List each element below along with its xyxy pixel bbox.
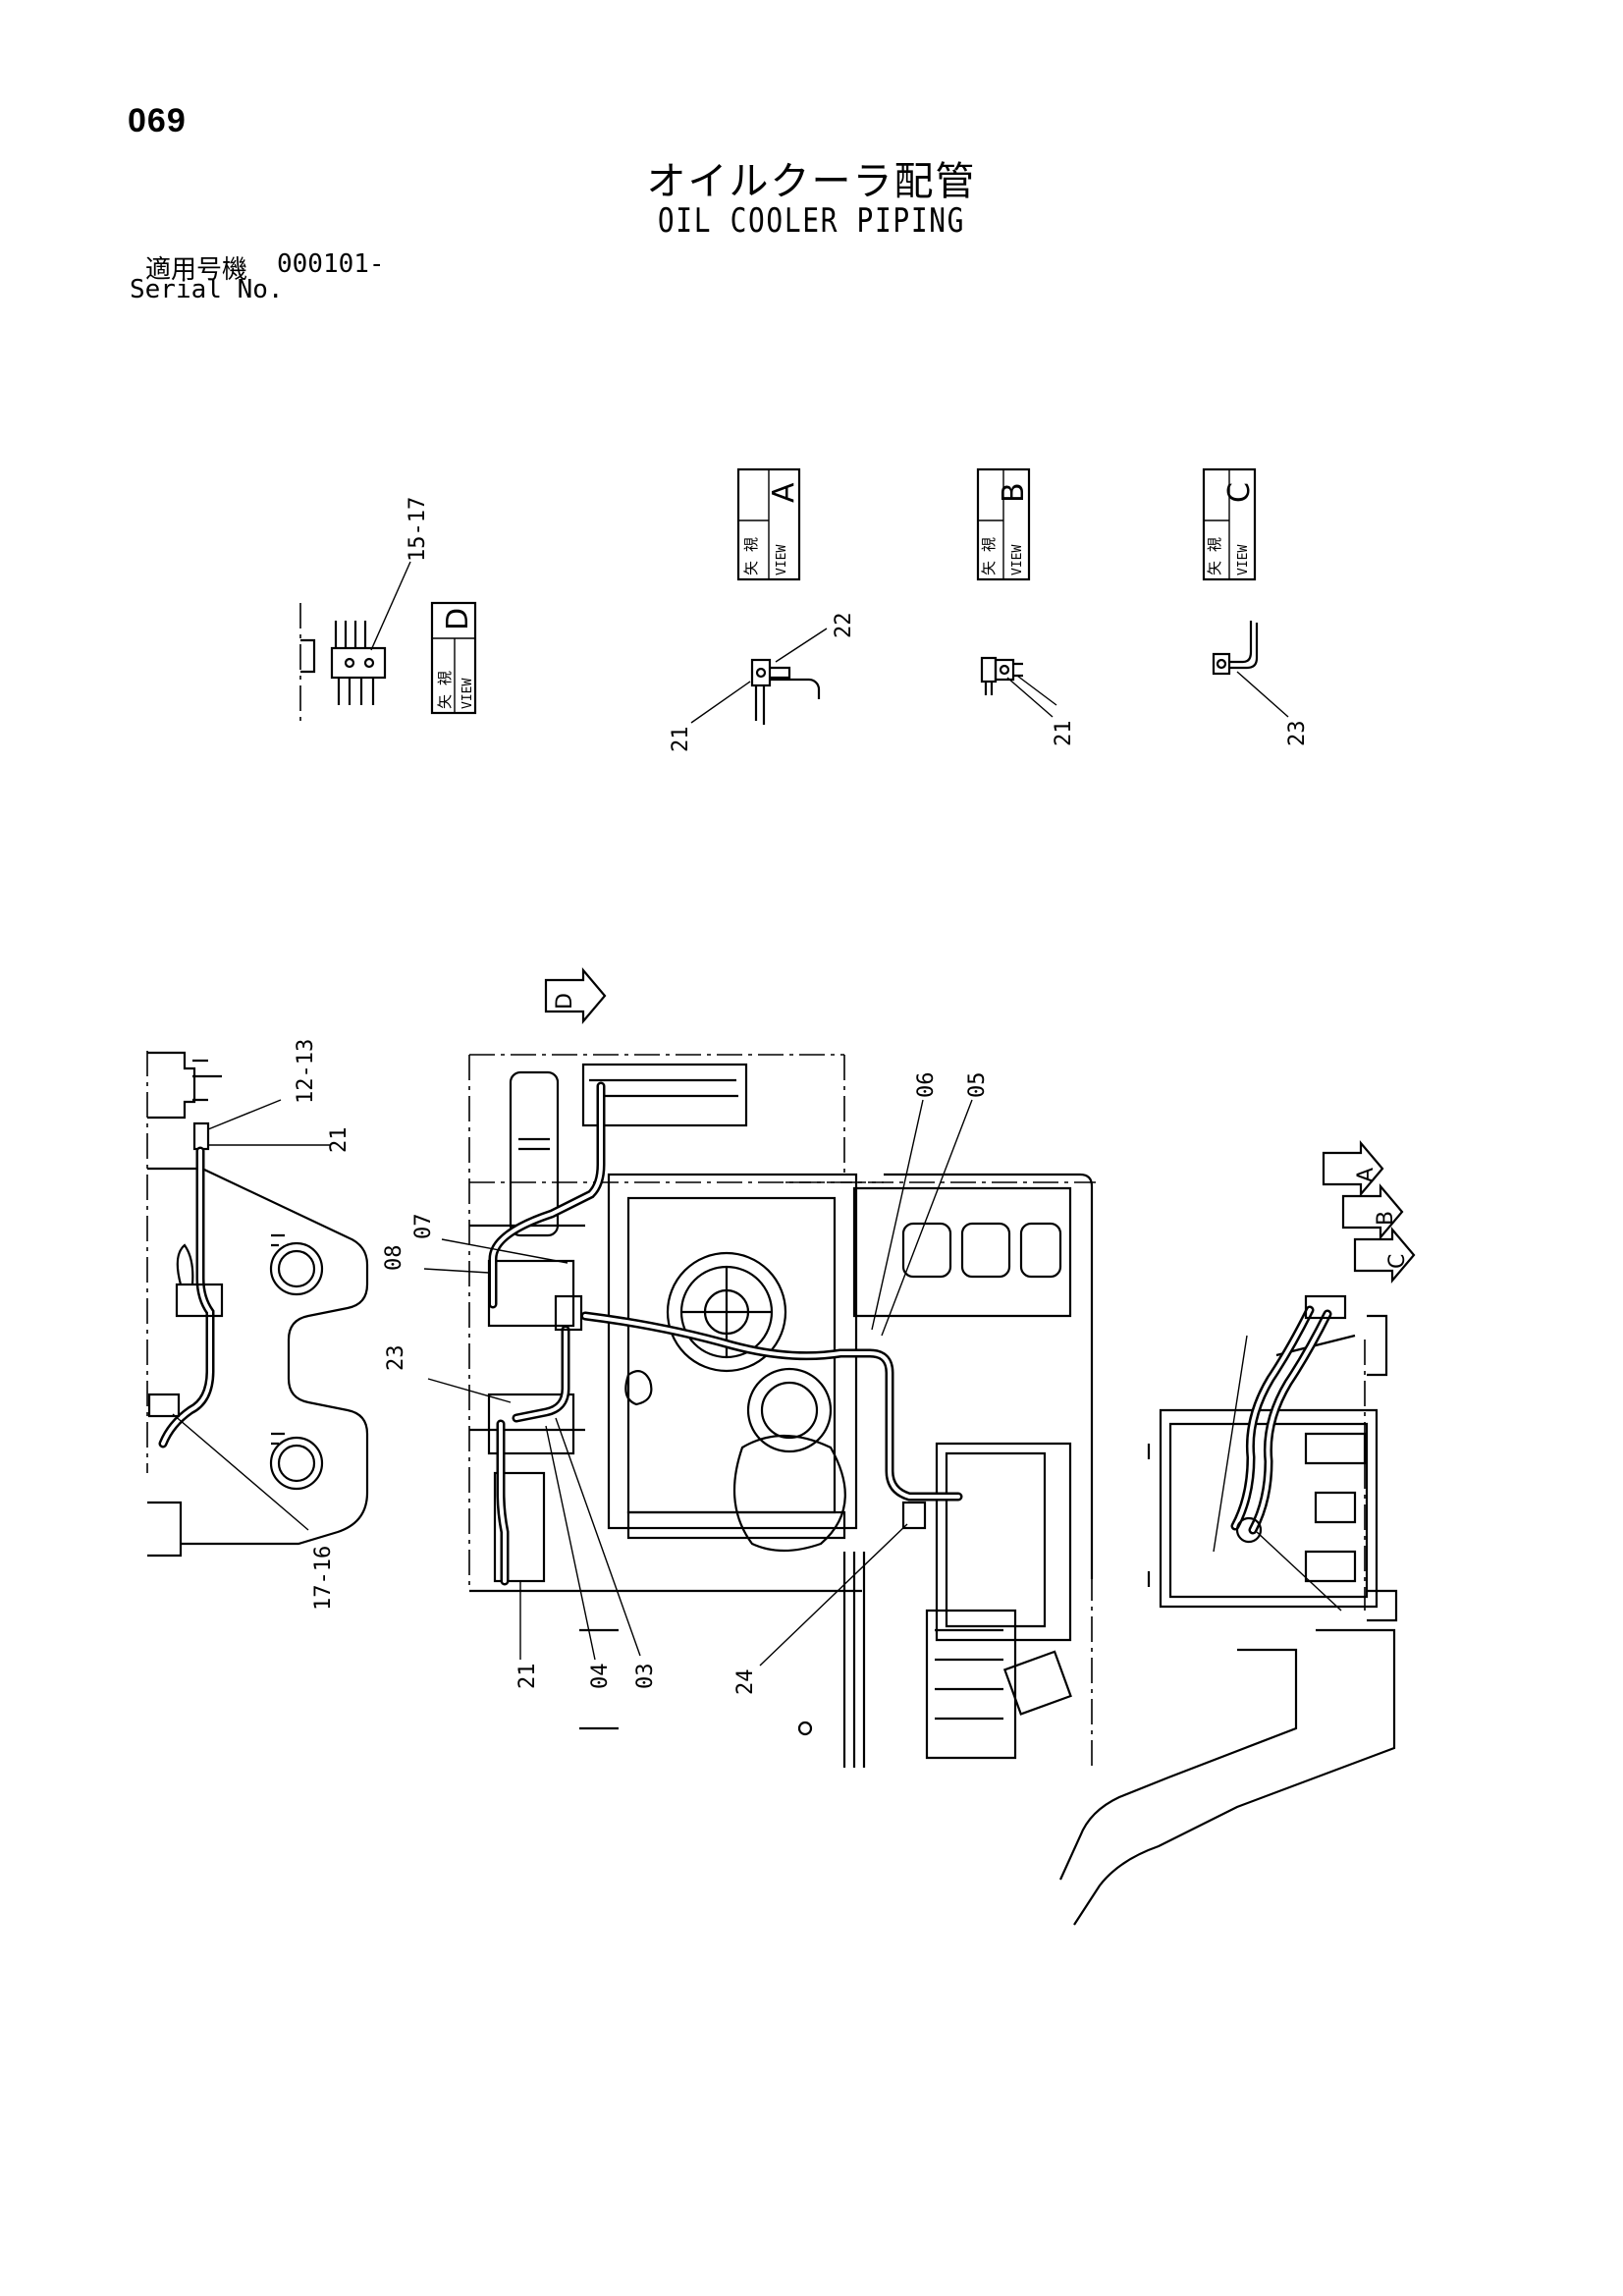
view-d-arrow-letter: D — [553, 993, 577, 1010]
view-c-box: C 矢 視 VIEW — [1202, 467, 1257, 581]
callout-21-main: 21 — [515, 1664, 540, 1690]
page-number: 069 — [128, 102, 187, 139]
view-b-letter: B — [997, 482, 1031, 503]
callout-21-left: 21 — [327, 1127, 352, 1154]
view-d-box: D 矢 視 VIEW — [430, 601, 477, 715]
callout-23-view-c: 23 — [1285, 721, 1310, 747]
callout-04: 04 — [588, 1664, 613, 1690]
view-a-detail — [690, 628, 828, 725]
view-c-word: VIEW — [1236, 545, 1251, 575]
view-a-arrow-letter: A — [1354, 1168, 1379, 1182]
callout-03: 03 — [633, 1664, 658, 1690]
view-d-arrow: D — [544, 966, 607, 1025]
serial-number-value: 000101- — [277, 249, 385, 279]
main-plan-view — [423, 1054, 1096, 1768]
view-a-letter: A — [767, 482, 801, 503]
callout-08: 08 — [382, 1245, 406, 1272]
view-d-word: VIEW — [460, 679, 475, 709]
callout-15-17: 15-17 — [406, 497, 430, 562]
view-c-kanji: 矢 視 — [1206, 537, 1223, 575]
view-d-detail — [299, 561, 411, 727]
view-d-kanji: 矢 視 — [436, 671, 454, 709]
callout-21-view-a: 21 — [669, 727, 693, 753]
view-b-arrow-letter: B — [1374, 1211, 1398, 1226]
callout-24: 24 — [733, 1669, 758, 1696]
right-side-view: A B C — [1058, 1139, 1416, 1926]
callout-21-view-b: 21 — [1052, 721, 1076, 747]
callout-12-13: 12-13 — [294, 1039, 318, 1104]
callout-07: 07 — [411, 1214, 436, 1240]
serial-label-japanese: 適用号機 — [145, 255, 248, 285]
view-c-letter: C — [1222, 482, 1257, 503]
callout-17-16: 17-16 — [311, 1546, 336, 1611]
title-english: OIL COOLER PIPING — [657, 201, 966, 241]
view-b-box: B 矢 視 VIEW — [976, 467, 1031, 581]
title-japanese: オイルクーラ配管 — [646, 159, 977, 204]
view-a-box: A 矢 視 VIEW — [736, 467, 801, 581]
view-a-kanji: 矢 視 — [742, 537, 760, 575]
view-b-kanji: 矢 視 — [980, 537, 998, 575]
view-b-word: VIEW — [1010, 545, 1025, 575]
view-b-detail — [980, 656, 1057, 718]
left-side-view — [146, 1051, 369, 1558]
serial-label-english: Serial No. — [130, 275, 284, 304]
callout-23-main: 23 — [384, 1345, 408, 1372]
callout-05: 05 — [965, 1072, 990, 1099]
view-d-letter: D — [441, 608, 475, 630]
view-c-arrow-letter: C — [1385, 1254, 1410, 1269]
callout-22: 22 — [832, 613, 856, 639]
view-a-word: VIEW — [775, 545, 789, 575]
callout-06: 06 — [914, 1072, 939, 1099]
view-c-detail — [1212, 621, 1289, 718]
